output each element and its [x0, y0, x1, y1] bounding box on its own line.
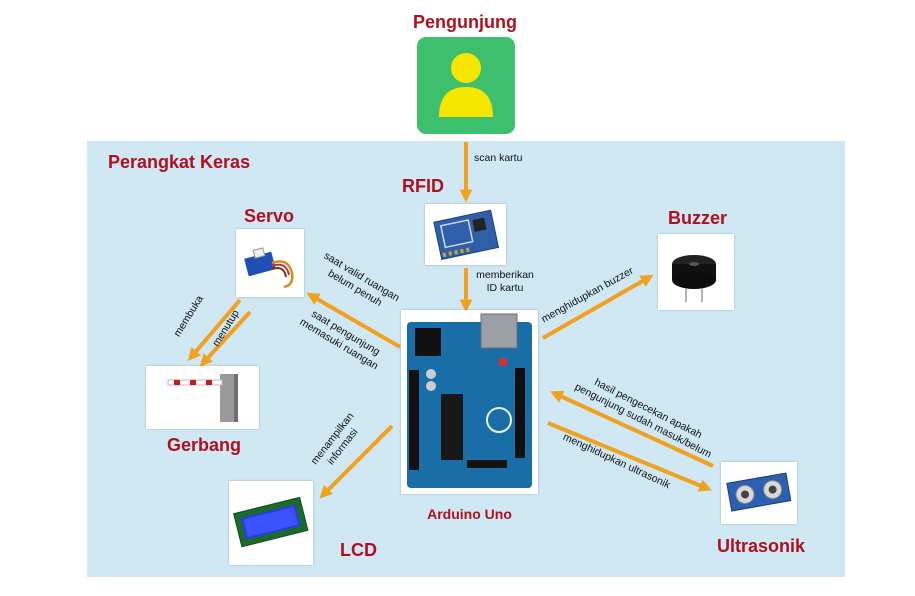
edge-give-id-line1: memberikan — [470, 269, 540, 282]
rfid-module-icon — [425, 204, 506, 265]
user-icon — [417, 37, 515, 134]
arduino-label: Arduino Uno — [401, 506, 538, 522]
buzzer-label: Buzzer — [668, 208, 727, 229]
arduino-card — [401, 310, 538, 494]
rfid-card — [425, 204, 506, 265]
buzzer-card — [658, 234, 734, 310]
servo-motor-icon — [236, 229, 304, 297]
edge-scan-card: scan kartu — [474, 152, 522, 165]
ultrasonic-card — [721, 462, 797, 524]
hardware-title: Perangkat Keras — [108, 152, 250, 173]
edge-give-id-line2: ID kartu — [470, 282, 540, 295]
visitor-label: Pengunjung — [395, 12, 535, 33]
buzzer-icon — [658, 234, 734, 310]
ultrasonic-sensor-icon — [721, 462, 797, 524]
servo-card — [236, 229, 304, 297]
lcd-card — [229, 481, 313, 565]
gate-label: Gerbang — [167, 435, 241, 456]
ultrasonic-label: Ultrasonik — [717, 536, 805, 557]
visitor-box — [417, 37, 515, 134]
arduino-board-icon — [401, 310, 538, 494]
rfid-label: RFID — [402, 176, 444, 197]
barrier-gate-icon — [146, 366, 259, 429]
lcd-label: LCD — [340, 540, 377, 561]
lcd-display-icon — [229, 481, 313, 565]
gate-card — [146, 366, 259, 429]
servo-label: Servo — [244, 206, 294, 227]
edge-give-id: memberikan ID kartu — [470, 269, 540, 295]
